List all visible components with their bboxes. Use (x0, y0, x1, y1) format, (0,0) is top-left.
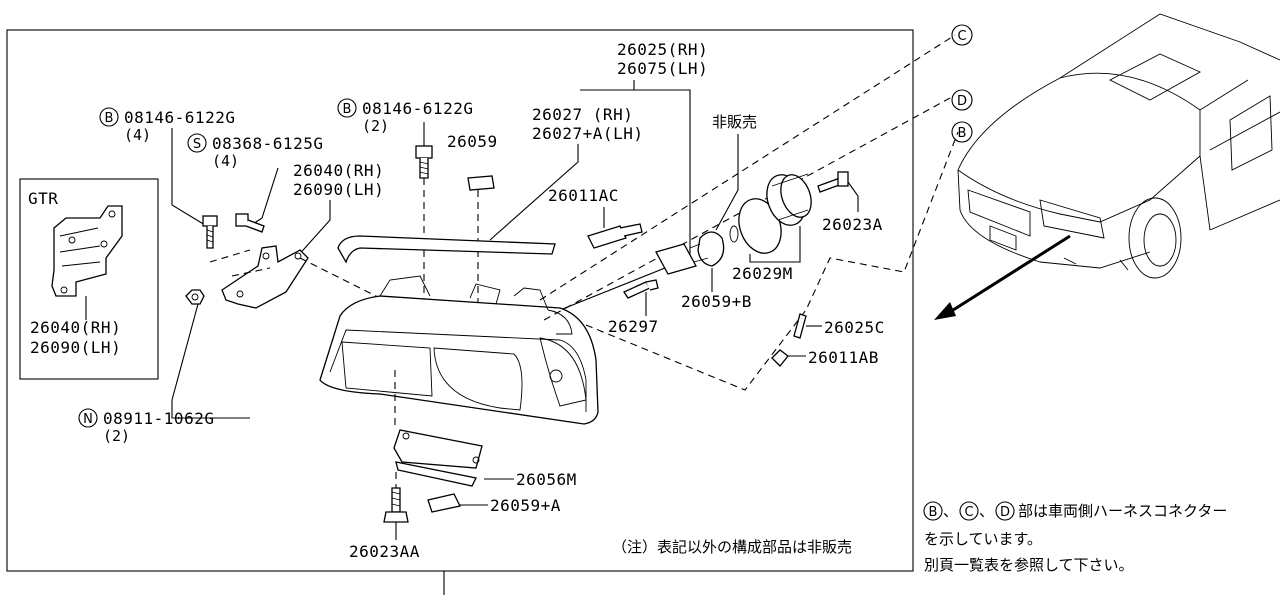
note-conn-b: B (929, 505, 938, 520)
dashed-b-path (585, 131, 959, 391)
label-26040: 26040(RH) (293, 161, 384, 180)
socket-26011ab-icon (771, 349, 789, 367)
pad-26059a-icon (427, 493, 461, 513)
bolt-top-icon (415, 145, 433, 179)
headlamp-assembly (319, 275, 599, 425)
trim-26027-icon (337, 235, 556, 264)
connector-b: B (958, 126, 967, 141)
label-26090: 26090(LH) (293, 180, 384, 199)
bolt-08146-4-callout: B 08146-6122G (4) (99, 107, 235, 144)
nut-icon (185, 289, 205, 305)
bolt-left-icon (202, 215, 218, 249)
label-screw-08368: 08368-6125G (212, 134, 323, 153)
connector-c: C (957, 29, 966, 44)
bracket-part (221, 245, 309, 309)
nut-08911-callout: N 08911-1062G (2) (78, 408, 214, 445)
socket-26011ac-icon (587, 223, 643, 249)
label-26090-gtr: 26090(LH) (30, 338, 121, 357)
prefix-s: S (193, 137, 201, 152)
label-bolt-08146-a-qty: (4) (124, 126, 151, 144)
bolt-26023aa-icon (383, 487, 409, 523)
label-26059a: 26059+A (490, 496, 561, 515)
prefix-b1: B (105, 111, 114, 126)
label-26011ab: 26011AB (808, 348, 879, 367)
pad-26059-icon (467, 175, 495, 191)
note-line3: 別頁一覧表を参照して下さい。 (924, 556, 1134, 574)
note-not-sold: （注）表記以外の構成部品は非販売 (612, 538, 852, 556)
note-sep-1: 、 (943, 502, 958, 520)
bracket-26056m-icon (393, 429, 483, 487)
car-illustration (957, 13, 1280, 279)
label-26023a: 26023A (822, 215, 883, 234)
bolt-08146-2-callout: B 08146-6122G (2) (337, 98, 473, 135)
dashed-c-path (539, 34, 956, 301)
label-26059: 26059 (447, 132, 498, 151)
screw-26023a-icon (817, 171, 849, 193)
label-26027a: 26027+A(LH) (532, 124, 643, 143)
gtr-label: GTR (28, 189, 58, 208)
bulb-26025c-icon (793, 313, 807, 339)
label-26059b: 26059+B (681, 292, 752, 311)
note-conn-c: C (964, 505, 973, 520)
note-conn-d: D (1000, 505, 1010, 520)
label-nut-08911-qty: (2) (103, 427, 130, 445)
screw-08368-callout: S 08368-6125G (4) (187, 133, 323, 170)
prefix-n: N (83, 412, 93, 427)
prefix-b2: B (343, 102, 352, 117)
note-line2: を示しています。 (924, 530, 1042, 548)
direction-arrow (949, 234, 1071, 314)
label-26023aa: 26023AA (349, 542, 420, 561)
connector-d: D (957, 94, 967, 109)
label-26027: 26027 (RH) (532, 105, 633, 124)
label-bolt-08146-a: 08146-6122G (124, 108, 235, 127)
label-26025: 26025(RH) (617, 40, 708, 59)
label-bolt-08146-b-qty: (2) (362, 117, 389, 135)
gtr-inset-frame (19, 178, 159, 380)
label-26029m: 26029M (732, 264, 793, 283)
connector-26059b-icon (655, 231, 725, 275)
label-26075: 26075(LH) (617, 59, 708, 78)
arrowhead-icon (934, 302, 956, 320)
screw-icon (235, 213, 265, 233)
connector-note: B 、 C 、 D 部は車両側ハーネスコネクター を示しています。 別頁一覧表を… (923, 501, 1227, 574)
label-bolt-08146-b: 08146-6122G (362, 99, 473, 118)
bulb-26297-icon (623, 279, 659, 299)
gtr-bracket-icon (51, 205, 123, 297)
label-26011ac: 26011AC (548, 186, 619, 205)
note-sep-2: 、 (979, 502, 994, 520)
label-26297: 26297 (608, 317, 659, 336)
cap-26029m-icon (766, 173, 812, 226)
label-screw-08368-qty: (4) (212, 152, 239, 170)
label-26056m: 26056M (516, 470, 577, 489)
label-26040-gtr: 26040(RH) (30, 318, 121, 337)
label-not-sold: 非販売 (712, 113, 757, 131)
label-nut-08911: 08911-1062G (103, 409, 214, 428)
note-line1: 部は車両側ハーネスコネクター (1018, 502, 1227, 520)
label-26025c: 26025C (824, 318, 885, 337)
main-frame (6, 29, 914, 572)
